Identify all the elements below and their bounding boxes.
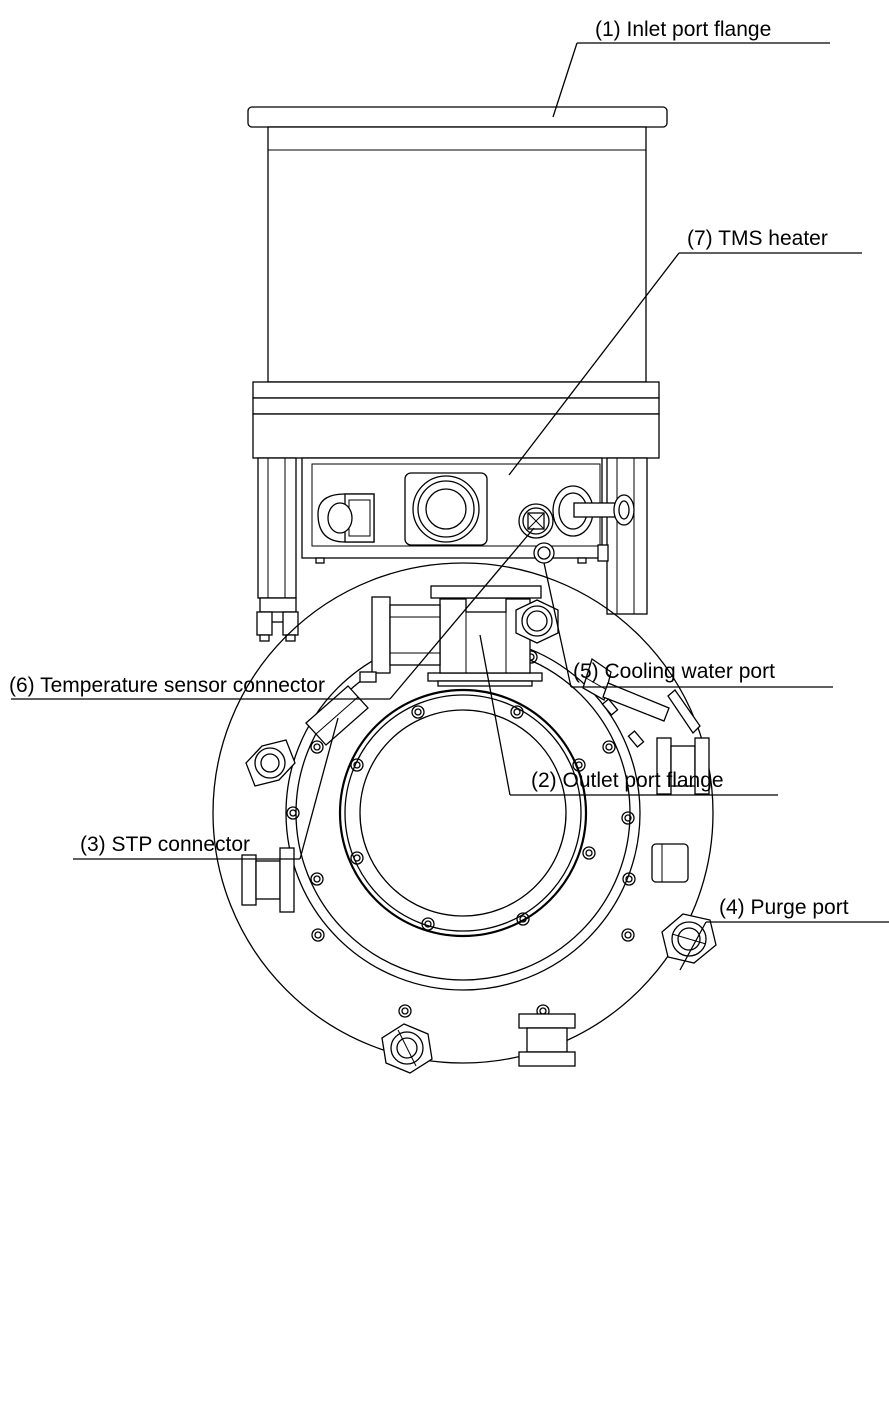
- hex-nut-left: [245, 739, 296, 787]
- temp-sensor-connector: [518, 503, 554, 539]
- callout-purge-port: (4) Purge port: [679, 896, 889, 971]
- callout-cooling-water-port: (5) Cooling water port: [543, 562, 833, 688]
- label-temperature-sensor-connector: (6) Temperature sensor connector: [9, 674, 325, 697]
- side-port-upper-left: [371, 596, 441, 674]
- side-view: [247, 106, 668, 642]
- label-inlet-port-flange: (1) Inlet port flange: [595, 18, 771, 41]
- pump-body: [267, 126, 647, 383]
- label-tms-heater: (7) TMS heater: [687, 227, 828, 250]
- stp-connector: [305, 671, 377, 746]
- inner-bolts: [350, 705, 596, 931]
- inlet-flange: [247, 106, 668, 128]
- heater-port: [552, 485, 635, 537]
- hex-nut-upper-right: [515, 599, 559, 644]
- purge-port: [582, 657, 701, 748]
- side-port: [404, 472, 488, 546]
- callout-stp-connector: (3) STP connector: [73, 717, 339, 860]
- side-port-left: [241, 847, 295, 913]
- base-plate: [252, 381, 660, 399]
- label-outlet-port-flange: (2) Outlet port flange: [531, 769, 724, 792]
- side-port-bottom: [518, 1013, 576, 1067]
- label-stp-connector: (3) STP connector: [80, 833, 250, 856]
- left-connector: [317, 493, 375, 543]
- hex-nut-bottom: [381, 1023, 433, 1074]
- caster: [256, 597, 299, 642]
- leg-left: [257, 457, 297, 599]
- callout-temperature-sensor-connector: (6) Temperature sensor connector: [9, 527, 535, 700]
- label-cooling-water-port: (5) Cooling water port: [573, 660, 775, 683]
- bottom-view: [212, 562, 717, 1074]
- right-fitting: [651, 843, 689, 883]
- hex-nut-right: [661, 913, 717, 964]
- callout-outlet-port-flange: (2) Outlet port flange: [479, 634, 778, 796]
- label-purge-port: (4) Purge port: [719, 896, 849, 919]
- cooling-water-port: [533, 542, 555, 564]
- callout-tms-heater: (7) TMS heater: [508, 227, 862, 476]
- leg-right: [606, 457, 648, 615]
- side-port-right: [656, 737, 710, 795]
- base-outer-ring: [212, 562, 714, 1064]
- callout-inlet-port-flange: (1) Inlet port flange: [552, 18, 830, 118]
- inner-flange-ring: [338, 688, 588, 938]
